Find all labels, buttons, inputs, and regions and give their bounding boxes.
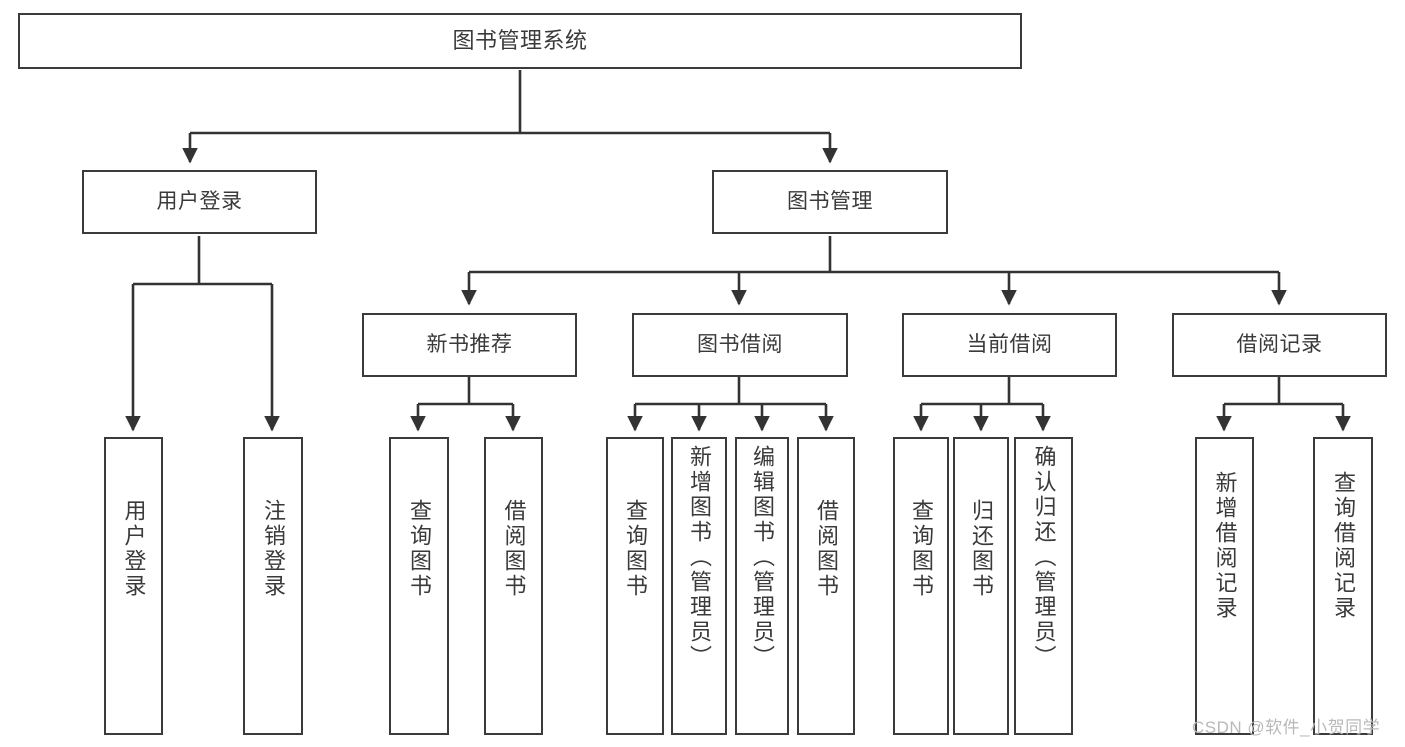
leaf-return-book[interactable]: 归还图书 <box>953 437 1009 735</box>
node-book-borrow[interactable]: 图书借阅 <box>632 313 848 377</box>
node-book-manage-label: 图书管理 <box>787 189 873 213</box>
node-book-borrow-label: 图书借阅 <box>697 332 783 356</box>
node-borrow-record[interactable]: 借阅记录 <box>1172 313 1387 377</box>
leaf-logout[interactable]: 注销登录 <box>243 437 303 735</box>
node-new-book-rec-label: 新书推荐 <box>426 332 513 356</box>
node-root[interactable]: 图书管理系统 <box>18 13 1022 69</box>
leaf-confirm-return[interactable]: 确认归还（管理员） <box>1014 437 1073 735</box>
leaf-borrow-book-2[interactable]: 借阅图书 <box>797 437 855 735</box>
leaf-user-login[interactable]: 用户登录 <box>104 437 163 735</box>
leaf-query-book-1-label: 查询图书 <box>407 499 432 599</box>
node-borrow-record-label: 借阅记录 <box>1236 332 1323 356</box>
node-current-borrow-label: 当前借阅 <box>966 332 1053 356</box>
node-root-label: 图书管理系统 <box>452 28 588 54</box>
leaf-query-book-1[interactable]: 查询图书 <box>389 437 449 735</box>
leaf-add-record-label: 新增借阅记录 <box>1212 471 1238 621</box>
leaf-query-book-2-label: 查询图书 <box>623 499 648 599</box>
leaf-borrow-book-1-label: 借阅图书 <box>501 499 527 599</box>
node-user-login[interactable]: 用户登录 <box>82 170 317 234</box>
leaf-user-login-label: 用户登录 <box>121 499 147 599</box>
leaf-logout-label: 注销登录 <box>261 499 286 599</box>
leaf-borrow-book-1[interactable]: 借阅图书 <box>484 437 543 735</box>
leaf-add-book[interactable]: 新增图书（管理员） <box>671 437 727 735</box>
node-new-book-rec[interactable]: 新书推荐 <box>362 313 577 377</box>
leaf-confirm-return-label: 确认归还（管理员） <box>1031 445 1057 670</box>
leaf-return-book-label: 归还图书 <box>969 499 994 599</box>
leaf-borrow-book-2-label: 借阅图书 <box>814 499 839 599</box>
leaf-query-book-3-label: 查询图书 <box>909 499 934 599</box>
leaf-query-record-label: 查询借阅记录 <box>1331 471 1356 621</box>
leaf-add-book-label: 新增图书（管理员） <box>687 445 712 670</box>
node-book-manage[interactable]: 图书管理 <box>712 170 948 234</box>
leaf-query-record[interactable]: 查询借阅记录 <box>1313 437 1373 735</box>
leaf-edit-book[interactable]: 编辑图书（管理员） <box>735 437 789 735</box>
leaf-query-book-3[interactable]: 查询图书 <box>893 437 949 735</box>
leaf-edit-book-label: 编辑图书（管理员） <box>750 445 775 670</box>
node-current-borrow[interactable]: 当前借阅 <box>902 313 1117 377</box>
node-user-login-label: 用户登录 <box>156 189 243 213</box>
leaf-add-record[interactable]: 新增借阅记录 <box>1195 437 1254 735</box>
leaf-query-book-2[interactable]: 查询图书 <box>606 437 664 735</box>
